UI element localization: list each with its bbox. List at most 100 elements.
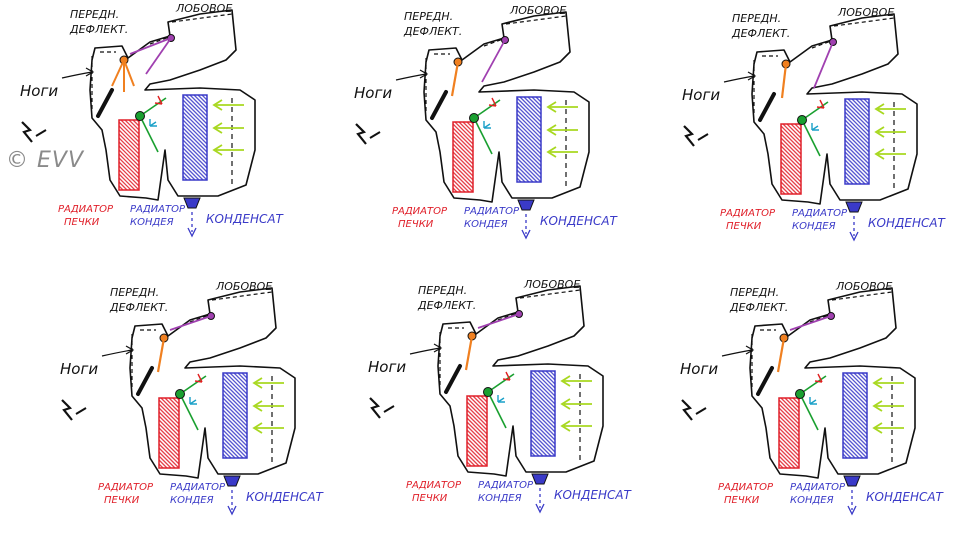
legs-arrowhead-icon: [125, 345, 135, 355]
green-flap-upper: [799, 375, 827, 395]
green-flap-upper: [801, 101, 829, 121]
purple-flap: [813, 41, 834, 89]
label-heater-radiator-line2: ПЕЧКИ: [104, 495, 140, 506]
legs-arrowhead-icon: [419, 69, 429, 79]
legs-arrowhead-icon: [745, 345, 755, 355]
intake-arrowhead-icon: [872, 400, 883, 412]
heater-radiator: [778, 397, 800, 469]
label-ac-radiator-line2: КОНДЕЯ: [170, 495, 214, 506]
green-flap-lower: [179, 393, 199, 431]
condensate-arrow-icon: [227, 505, 237, 516]
purple-flap: [789, 315, 832, 331]
legs-flap: [430, 90, 448, 120]
purple-flap: [481, 39, 506, 83]
label-windshield: ЛОБОВОЕ: [837, 6, 894, 19]
legs-flap: [444, 364, 462, 394]
condensate-arrow-icon: [847, 505, 857, 516]
label-heater-radiator-line1: РАДИАТОР: [406, 480, 462, 491]
label-front-deflector-line2: ДЕФЛЕКТ.: [731, 27, 790, 40]
purple-flap: [477, 313, 520, 329]
intake-arrowhead-icon: [874, 103, 885, 115]
copyright-mark: © EVV: [6, 148, 84, 173]
label-condensate: КОНДЕНСАТ: [206, 212, 285, 226]
housing-outline: [423, 11, 590, 203]
housing-outline: [89, 9, 256, 201]
cyan-flow-arrow-icon: [483, 121, 491, 129]
legs-arrow: [723, 75, 755, 83]
intake-arrowhead-icon: [212, 144, 223, 156]
label-front-deflector-line1: ПЕРЕДН.: [70, 8, 119, 21]
label-legs: Ноги: [368, 358, 406, 376]
red-flow-arrow-icon: [816, 99, 825, 109]
label-ac-radiator-line2: КОНДЕЯ: [130, 217, 174, 228]
intake-arrowhead-icon: [212, 122, 223, 134]
heater-radiator: [118, 119, 140, 191]
label-heater-radiator-line1: РАДИАТОР: [720, 208, 776, 219]
orange-flap: [156, 337, 166, 373]
evaporator-radiator: [842, 372, 868, 459]
evaporator-radiator: [182, 94, 208, 181]
housing-outline: [751, 13, 918, 205]
legs-flap: [758, 92, 776, 122]
green-pivot: [175, 389, 185, 399]
label-front-deflector-line1: ПЕРЕДН.: [732, 12, 781, 25]
legs-arrow: [395, 73, 427, 81]
heater-radiator: [158, 397, 180, 469]
legs-flap: [756, 366, 774, 396]
label-ac-radiator-line1: РАДИАТОР: [170, 482, 226, 493]
label-front-deflector-line1: ПЕРЕДН.: [418, 284, 467, 297]
red-flow-arrow-icon: [154, 95, 163, 105]
evaporator-radiator: [530, 370, 556, 457]
fan-person-icon: [681, 399, 693, 421]
intake-arrowhead-icon: [546, 146, 557, 158]
condensate-arrow-icon: [521, 229, 531, 240]
label-ac-radiator-line2: КОНДЕЯ: [790, 495, 834, 506]
green-pivot: [795, 389, 805, 399]
hvac-panel-2: ПЕРЕДН.ДЕФЛЕКТ.ЛОБОВОЕНогиРАДИАТОРПЕЧКИР…: [354, 4, 619, 240]
label-heater-radiator-line1: РАДИАТОР: [58, 204, 114, 215]
deflector-dashed-top: [751, 329, 776, 388]
intake-arrowhead-icon: [872, 377, 883, 389]
label-front-deflector-line1: ПЕРЕДН.: [404, 10, 453, 23]
deflector-dashed-top: [439, 327, 464, 386]
label-front-deflector-line2: ДЕФЛЕКТ.: [417, 299, 476, 312]
legs-arrow: [721, 349, 753, 357]
drain-valve: [517, 199, 535, 211]
deflector-dashed-top: [425, 53, 450, 112]
green-pivot: [797, 115, 807, 125]
housing-outline: [749, 287, 916, 479]
airflow-arrow-icon: [695, 407, 707, 415]
label-windshield: ЛОБОВОЕ: [509, 4, 566, 17]
heater-radiator: [780, 123, 802, 195]
label-windshield: ЛОБОВОЕ: [215, 280, 272, 293]
label-heater-radiator-line2: ПЕЧКИ: [724, 495, 760, 506]
legs-arrow: [101, 349, 133, 357]
hvac-panel-6: ПЕРЕДН.ДЕФЛЕКТ.ЛОБОВОЕНогиРАДИАТОРПЕЧКИР…: [680, 280, 945, 516]
green-flap-upper: [473, 99, 501, 119]
label-heater-radiator-line2: ПЕЧКИ: [398, 219, 434, 230]
orange-flap: [450, 61, 460, 97]
label-ac-radiator-line1: РАДИАТОР: [792, 208, 848, 219]
legs-arrow: [61, 71, 93, 79]
label-legs: Ноги: [682, 86, 720, 104]
housing-outline: [437, 285, 604, 477]
green-flap-upper: [139, 97, 167, 117]
cyan-flow-arrow-icon: [809, 397, 817, 405]
label-condensate: КОНДЕНСАТ: [554, 488, 633, 502]
legs-flap: [96, 88, 114, 118]
label-ac-radiator-line2: КОНДЕЯ: [464, 219, 508, 230]
airflow-arrow-icon: [383, 405, 395, 413]
label-front-deflector-line2: ДЕФЛЕКТ.: [403, 25, 462, 38]
evaporator-radiator: [516, 96, 542, 183]
drain-valve: [183, 197, 201, 209]
condensate-arrow-icon: [849, 231, 859, 242]
label-heater-radiator-line2: ПЕЧКИ: [726, 221, 762, 232]
green-flap-lower: [487, 391, 507, 429]
legs-arrowhead-icon: [85, 67, 95, 77]
windshield-dashed-top: [809, 291, 893, 323]
legs-arrowhead-icon: [433, 343, 443, 353]
heater-radiator: [452, 121, 474, 193]
green-flap-lower: [473, 117, 493, 155]
